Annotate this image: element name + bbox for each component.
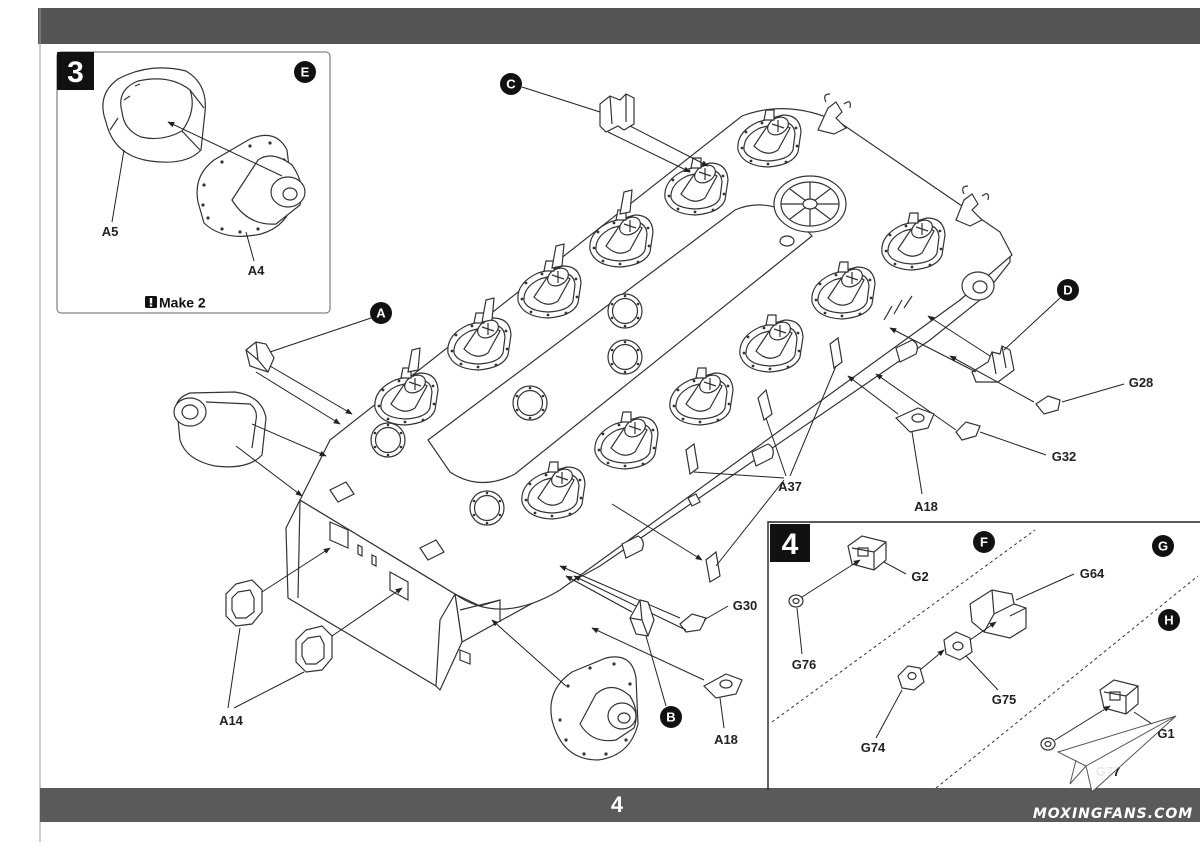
svg-text:E: E (301, 65, 310, 80)
warning-icon (145, 296, 157, 308)
part-g76 (788, 594, 804, 608)
label-g75: G75 (992, 692, 1017, 707)
label-g2: G2 (911, 569, 928, 584)
part-a14-cover-2 (295, 625, 333, 673)
part-g28 (1035, 395, 1061, 415)
side-tubes (621, 339, 918, 559)
part-a4-flange (196, 134, 306, 237)
label-g76: G76 (792, 657, 817, 672)
label-g30: G30 (733, 598, 758, 613)
part-g30 (679, 613, 707, 633)
part-a-bracket (245, 341, 275, 373)
step-3-number: 3 (67, 56, 84, 89)
suspension-mount (447, 312, 512, 371)
label-a14: A14 (219, 713, 244, 728)
engine-deck-panel (427, 204, 813, 484)
tow-hooks (817, 93, 989, 227)
callout-h: H (1158, 609, 1180, 631)
label-a4: A4 (248, 263, 265, 278)
header-band (38, 8, 1200, 44)
divider-dashed-1 (771, 529, 1036, 723)
part-g75 (943, 631, 973, 661)
deck-hatch (469, 490, 505, 526)
suspension-mount (664, 157, 729, 216)
label-a18-lower: A18 (714, 732, 738, 747)
part-g64 (969, 589, 1027, 639)
part-a14-cover-1 (225, 579, 263, 627)
subassembly-e-callout: E (294, 61, 316, 83)
label-g74: G74 (861, 740, 886, 755)
paper-plane-icon (1056, 715, 1177, 793)
footer-band (40, 788, 1200, 822)
callout-f: F (973, 531, 995, 553)
filler-cap (779, 235, 795, 247)
svg-text:C: C (506, 77, 516, 92)
label-g28: G28 (1129, 375, 1154, 390)
callout-g: G (1152, 535, 1174, 557)
deck-hatch (512, 385, 548, 421)
part-final-drive-right (550, 656, 639, 761)
suspension-mount (589, 209, 654, 268)
step-3-number-box (57, 52, 94, 90)
rear-access-hatch (773, 175, 847, 233)
hull-assembly (285, 93, 1013, 692)
part-g32 (955, 421, 981, 441)
step-4-number: 4 (782, 528, 799, 561)
part-a5-housing (102, 67, 206, 163)
idler-mount (961, 271, 995, 301)
svg-text:D: D (1063, 283, 1072, 298)
part-d-bracket (971, 345, 1015, 383)
callout-b: B (660, 706, 682, 728)
step-4-panel: 4 F G H G2 G76 (767, 521, 1200, 790)
part-g2 (847, 535, 887, 571)
label-g32: G32 (1052, 449, 1077, 464)
arm-stop-tabs (407, 189, 633, 373)
part-c-bracket (599, 93, 635, 133)
callout-c: C (500, 73, 522, 95)
watermark-text: MOXINGFANS.COM (1033, 806, 1193, 822)
svg-text:G: G (1158, 539, 1168, 554)
deck-hatch (607, 293, 643, 329)
page-number: 4 (611, 792, 624, 817)
part-g1 (1099, 679, 1139, 715)
part-g77 (1040, 737, 1056, 751)
part-a18-upper (894, 407, 935, 433)
label-g1: G1 (1157, 726, 1174, 741)
label-a37: A37 (778, 479, 802, 494)
svg-text:H: H (1164, 613, 1173, 628)
step-3-panel: 3 E A5 A4 (56, 51, 331, 314)
part-a37-set (685, 336, 843, 583)
watermark: MOXINGFANS.COM (1033, 715, 1193, 822)
part-final-drive-housing-left (173, 391, 267, 468)
hull-top-deck (299, 108, 1013, 610)
label-a5: A5 (102, 224, 119, 239)
svg-text:F: F (980, 535, 988, 550)
deck-hatch (370, 422, 406, 458)
label-g64: G64 (1080, 566, 1105, 581)
deck-hatch (607, 339, 643, 375)
suspension-mount (374, 367, 439, 426)
svg-text:A: A (376, 306, 386, 321)
part-b-bracket (629, 599, 655, 637)
part-g74 (897, 665, 925, 691)
step-4-number-box (770, 524, 810, 562)
part-a18-lower (703, 673, 743, 699)
callout-d: D (1057, 279, 1079, 301)
make-2-note: Make 2 (159, 295, 206, 311)
label-a18-upper: A18 (914, 499, 938, 514)
front-fittings (329, 481, 501, 665)
callout-a: A (370, 302, 392, 324)
suspension-mount (517, 260, 582, 319)
svg-text:B: B (666, 710, 675, 725)
divider-dashed-2 (935, 575, 1199, 789)
